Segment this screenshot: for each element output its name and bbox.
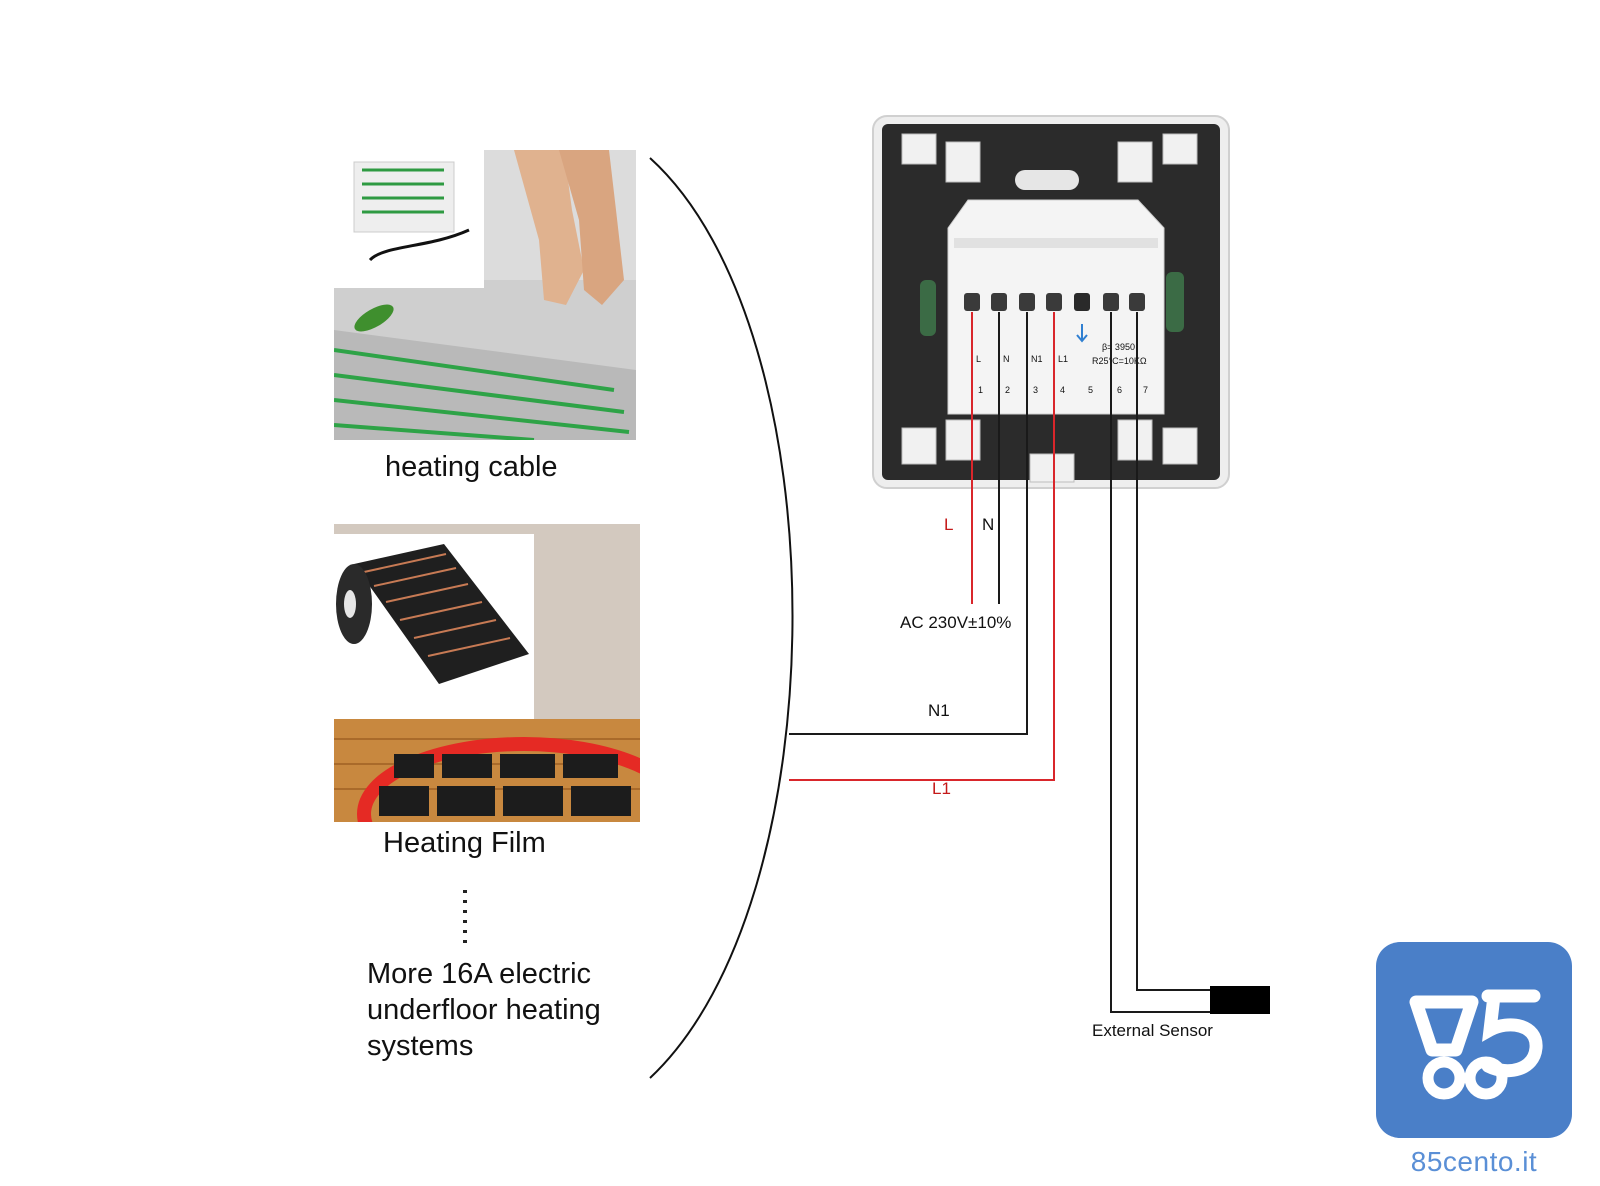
external-sensor-probe — [1210, 986, 1270, 1014]
terminal-number-4: 4 — [1060, 385, 1065, 395]
cart-5-icon — [1409, 989, 1543, 1100]
wire-label-N1: N1 — [928, 701, 950, 720]
terminal-name-L: L — [976, 354, 981, 364]
wire-label-N: N — [982, 515, 994, 534]
heating-film-illustration — [334, 524, 640, 822]
wire-N1 — [789, 312, 1028, 735]
supply-voltage-label: AC 230V±10% — [900, 613, 1011, 632]
terminal-screw-1 — [964, 293, 980, 311]
more-systems-line-2: underfloor heating — [367, 994, 601, 1026]
heating-cable-image — [334, 150, 636, 440]
sensor-spec-resistance: R25°C=10KΩ — [1092, 356, 1147, 366]
terminal-block: 1 2 3 4 5 6 7 L N N1 L1 — [964, 293, 1148, 395]
down-arrow-icon — [1076, 324, 1088, 343]
sensor-spec-beta: β= 3950 — [1102, 342, 1135, 352]
terminal-number-6: 6 — [1117, 385, 1122, 395]
wire-label-L: L — [944, 515, 953, 534]
heating-cable-label: heating cable — [385, 451, 558, 483]
terminal-number-3: 3 — [1033, 385, 1038, 395]
heating-film-image — [334, 524, 640, 822]
ellipsis-dots — [463, 890, 467, 948]
terminal-screw-2 — [991, 293, 1007, 311]
terminal-name-L1: L1 — [1058, 354, 1068, 364]
terminal-name-N1: N1 — [1031, 354, 1043, 364]
wire-sensor-1 — [1110, 312, 1210, 1013]
wire-sensor-2 — [1136, 312, 1210, 991]
external-sensor-label: External Sensor — [1092, 1021, 1213, 1040]
grouping-bracket — [649, 157, 794, 1079]
terminal-screw-4 — [1046, 293, 1062, 311]
heating-cable-illustration — [334, 150, 636, 440]
terminal-number-1: 1 — [978, 385, 983, 395]
more-systems-line-1: More 16A electric — [367, 958, 592, 990]
wire-label-L1: L1 — [932, 779, 951, 798]
terminal-screw-5 — [1074, 293, 1090, 311]
terminal-number-7: 7 — [1143, 385, 1148, 395]
wire-L1 — [789, 312, 1055, 781]
heating-film-label: Heating Film — [383, 827, 546, 859]
brand-logo-text: 85cento.it — [1410, 1146, 1538, 1177]
more-systems-line-3: systems — [367, 1030, 474, 1062]
brand-logo — [1376, 942, 1572, 1138]
terminal-number-2: 2 — [1005, 385, 1010, 395]
terminal-screw-3 — [1019, 293, 1035, 311]
terminal-number-5: 5 — [1088, 385, 1093, 395]
terminal-name-N: N — [1003, 354, 1010, 364]
terminal-screw-6 — [1103, 293, 1119, 311]
terminal-screw-7 — [1129, 293, 1145, 311]
